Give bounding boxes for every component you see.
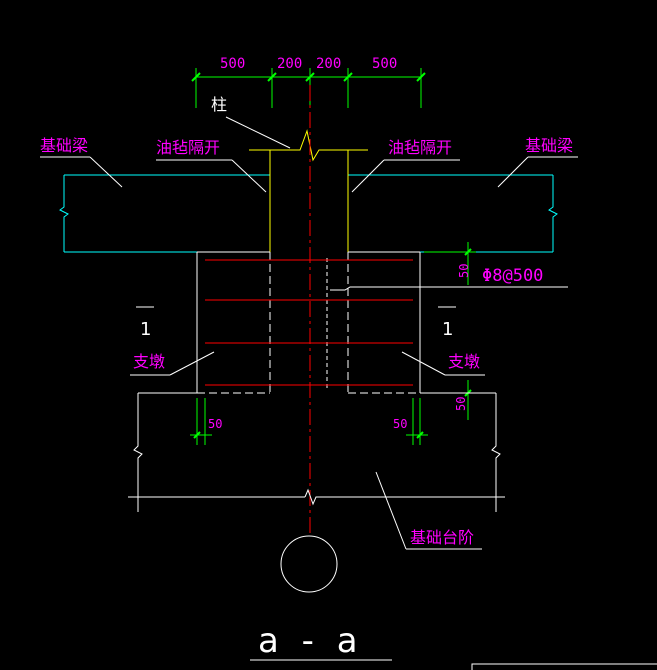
rebar-label: Φ8@500	[482, 266, 543, 286]
pier-outline	[196, 251, 421, 394]
column-leader	[225, 116, 291, 149]
section-mark-right: 1	[442, 319, 453, 340]
rebar-leader	[330, 286, 568, 291]
beam-leader-right	[497, 156, 529, 188]
pier-rebars	[205, 259, 413, 386]
foundation-beam-left	[59, 174, 270, 253]
step-leader	[375, 471, 407, 550]
pier-leader-left	[169, 351, 215, 376]
foundation-beam-label-right: 基础梁	[525, 136, 573, 155]
column-outline	[249, 129, 368, 252]
dim-50-right-bottom-label: 50	[393, 417, 407, 431]
section-mark-left: 1	[140, 319, 151, 340]
pier-label-left: 支墩	[133, 352, 165, 371]
axis-circle	[280, 535, 338, 593]
felt-leader-left	[231, 159, 267, 193]
dimension-200-left: 200	[277, 56, 302, 72]
dim-50-right-mid	[424, 380, 476, 420]
foundation-step-label: 基础台阶	[410, 528, 474, 547]
dimension-500-right: 500	[372, 56, 397, 72]
beam-leader-left	[89, 156, 123, 188]
dim-50-right-bottom	[406, 398, 428, 445]
column-label: 柱	[211, 95, 227, 114]
dim-50-right-top	[424, 242, 476, 285]
dim-50-right-mid-label: 50	[454, 397, 468, 411]
felt-isolation-label-left: 油毡隔开	[156, 138, 220, 157]
section-title: a - a	[258, 621, 364, 661]
title-block-edge	[471, 663, 657, 670]
foundation-step-outline	[128, 392, 505, 512]
top-dimension-chain	[191, 68, 426, 108]
pier-label-right: 支墩	[448, 352, 480, 371]
dimension-500-left: 500	[220, 56, 245, 72]
dim-50-left-bottom	[190, 398, 212, 445]
dim-50-left-bottom-label: 50	[208, 417, 222, 431]
dim-50-right-top-label: 50	[457, 264, 471, 278]
pier-leader-right	[401, 351, 446, 376]
felt-leader-right	[351, 159, 385, 193]
foundation-beam-label-left: 基础梁	[40, 136, 88, 155]
felt-isolation-label-right: 油毡隔开	[388, 138, 452, 157]
foundation-beam-right	[348, 174, 558, 253]
dimension-200-right: 200	[316, 56, 341, 72]
